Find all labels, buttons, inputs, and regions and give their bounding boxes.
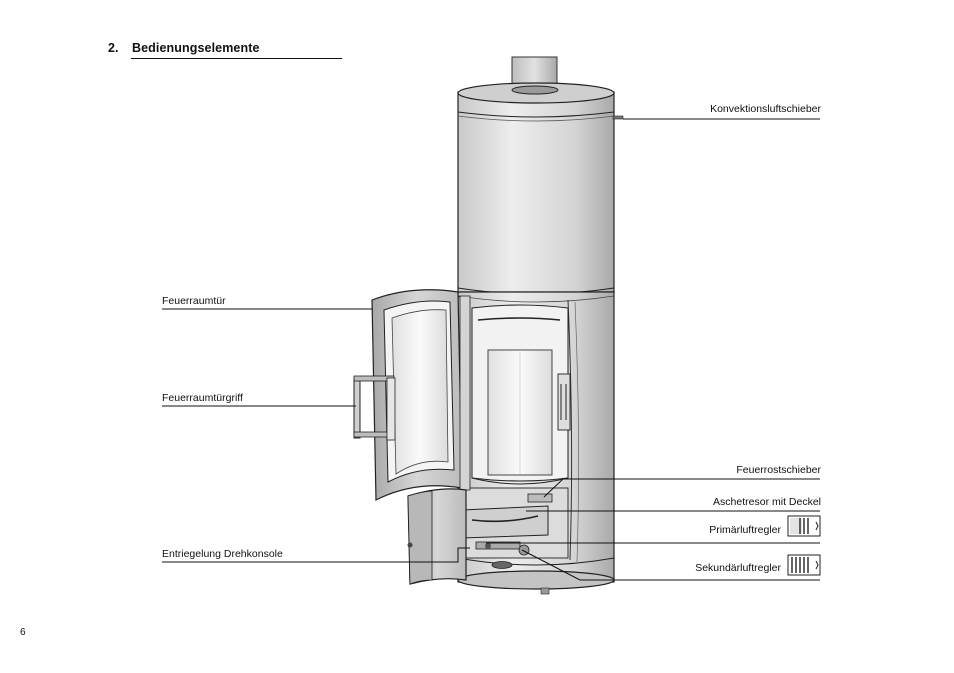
primary-regulator — [475, 541, 521, 550]
label-sekundaerluftregler: Sekundärluftregler — [695, 562, 781, 574]
label-konvektionsluftschieber: Konvektionsluftschieber — [710, 103, 821, 115]
primary-regulator-icon — [787, 515, 821, 537]
leader-feuerrostschieber — [543, 478, 820, 498]
label-primaerluftregler: Primärluftregler — [709, 524, 781, 536]
open-fire-door — [371, 289, 471, 501]
leader-entriegelung — [162, 547, 470, 563]
section-heading: 2. Bedienungselemente — [108, 41, 260, 55]
body-latch — [557, 373, 571, 431]
label-entriegelung-drehkonsole: Entriegelung Drehkonsole — [162, 548, 283, 560]
grate-slider — [527, 493, 553, 503]
section-number: 2. — [108, 41, 119, 55]
label-feuerraumtuer: Feuerraumtür — [162, 295, 226, 307]
secondary-regulator-icon — [787, 554, 821, 576]
leader-lines — [162, 118, 820, 581]
section-title: Bedienungselemente — [132, 41, 260, 55]
heading-underline — [131, 58, 342, 59]
label-feuerraumtuergriff: Feuerraumtürgriff — [162, 392, 243, 404]
stove-upper-body — [457, 82, 624, 295]
door-handle — [353, 375, 396, 441]
swivel-console — [407, 488, 467, 585]
label-feuerrostschieber: Feuerrostschieber — [736, 464, 821, 476]
label-aschetresor: Aschetresor mit Deckel — [713, 496, 821, 508]
page-number: 6 — [20, 627, 26, 638]
stove-lower-body — [457, 291, 615, 595]
convection-slider-handle — [612, 115, 624, 120]
leader-sekundaer — [521, 549, 820, 581]
